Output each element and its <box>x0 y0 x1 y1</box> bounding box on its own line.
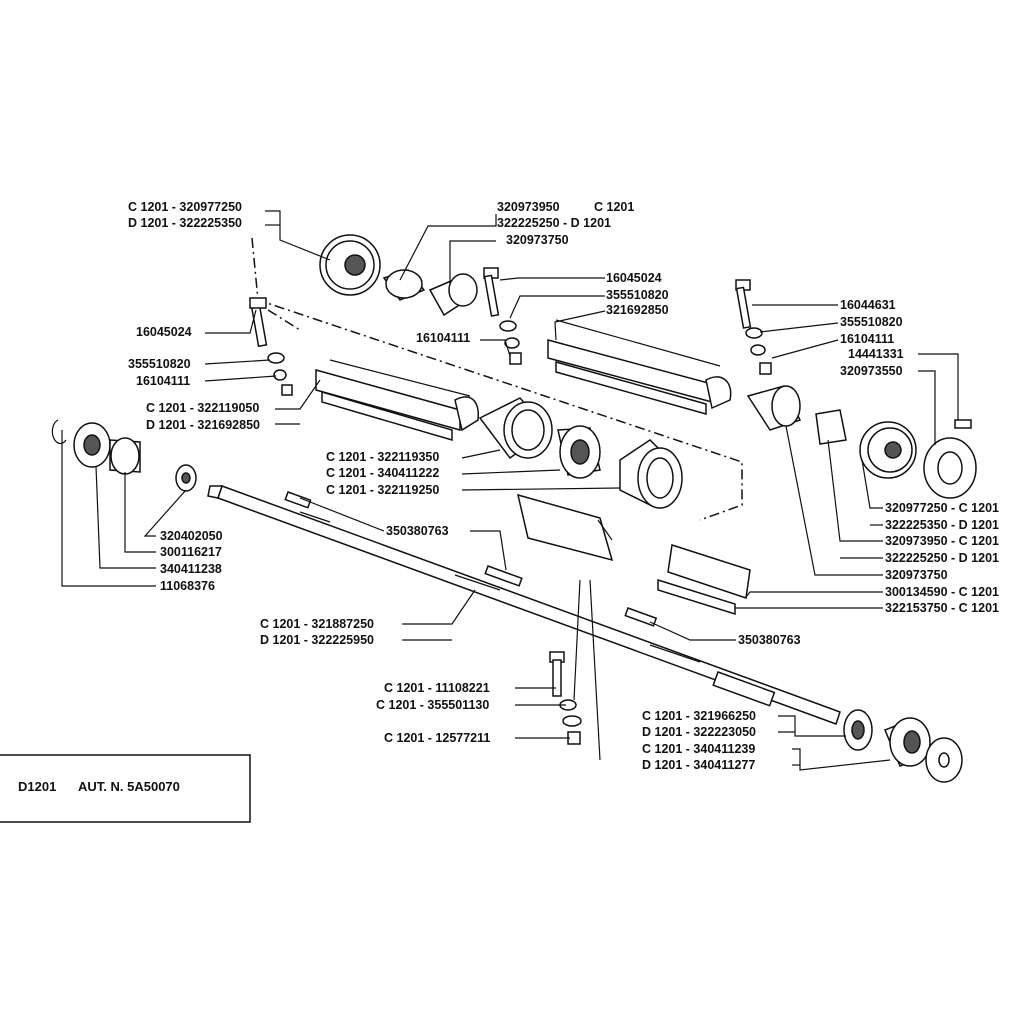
part-label: D 1201 - 340411277 <box>642 758 755 772</box>
part-label: C 1201 - 340411222 <box>326 466 439 480</box>
part-label: C 1201 - 321966250 <box>642 709 756 723</box>
part-label: 322225350 - D 1201 <box>885 518 999 532</box>
part-label: 16045024 <box>606 271 662 285</box>
part-label: 322225250 - D 1201 <box>497 216 611 230</box>
bushing-right <box>815 409 847 445</box>
part-labels: C 1201 - 320977250 D 1201 - 322225350 32… <box>128 200 999 772</box>
authorization-number: AUT. N. 5A50070 <box>78 779 180 794</box>
part-label: 322153750 - C 1201 <box>885 601 999 615</box>
main-shaft <box>207 485 841 725</box>
part-label: C 1201 - 11108221 <box>384 681 490 695</box>
leader-lines <box>61 210 959 771</box>
part-label: 14441331 <box>848 347 904 361</box>
part-label: 350380763 <box>738 633 801 647</box>
part-label: 320977250 - C 1201 <box>885 501 999 515</box>
part-label: 16104111 <box>416 331 470 345</box>
part-label: C 1201 - 12577211 <box>384 731 490 745</box>
center-housing-group <box>478 397 683 562</box>
part-label: 321692850 <box>606 303 669 317</box>
key-tabs <box>284 491 523 587</box>
left-fasteners <box>249 297 293 396</box>
part-label: D 1201 - 322225950 <box>260 633 374 647</box>
part-label: C 1201 - 320977250 <box>128 200 242 214</box>
part-label: C 1201 - 322119250 <box>326 483 439 497</box>
title-block: D1201 AUT. N. 5A50070 <box>0 754 251 823</box>
part-label: 320402050 <box>160 529 223 543</box>
bottom-fasteners <box>549 651 582 745</box>
part-label: C 1201 - 340411239 <box>642 742 755 756</box>
support-bracket <box>516 493 614 562</box>
right-sprocket-group <box>746 385 977 499</box>
left-sprocket-group <box>319 234 478 317</box>
part-label: D 1201 - 321692850 <box>146 418 260 432</box>
right-end-parts <box>843 709 963 783</box>
left-guide-rail <box>315 359 479 442</box>
part-label: 320973950 <box>497 200 560 214</box>
part-label: C 1201 <box>594 200 634 214</box>
part-label: 320973750 <box>885 568 948 582</box>
part-label: 16045024 <box>136 325 192 339</box>
part-label: 16104111 <box>136 374 190 388</box>
part-label: D 1201 - 322225350 <box>128 216 242 230</box>
right-plates <box>624 544 751 627</box>
part-label: 11068376 <box>160 579 215 593</box>
part-label: 320973750 <box>506 233 569 247</box>
part-label: 322225250 - D 1201 <box>885 551 999 565</box>
model-code: D1201 <box>18 779 56 794</box>
part-label: 350380763 <box>386 524 449 538</box>
left-end-parts <box>51 419 197 492</box>
assembly-axis-lines <box>251 237 743 521</box>
part-label: 16044631 <box>840 298 896 312</box>
part-label: 320973950 - C 1201 <box>885 534 999 548</box>
part-label: 340411238 <box>160 562 222 576</box>
right-guide-rail <box>547 319 732 415</box>
part-label: 355510820 <box>840 315 903 329</box>
right-fasteners <box>735 279 772 375</box>
center-fasteners <box>483 267 522 365</box>
part-label: 320973550 <box>840 364 903 378</box>
part-label: C 1201 - 321887250 <box>260 617 374 631</box>
part-label: 300134590 - C 1201 <box>885 585 999 599</box>
part-label: 355510820 <box>128 357 191 371</box>
part-label: D 1201 - 322223050 <box>642 725 756 739</box>
part-label: 300116217 <box>160 545 222 559</box>
part-label: C 1201 - 355501130 <box>376 698 489 712</box>
part-label: C 1201 - 322119050 <box>146 401 259 415</box>
screw-right <box>954 419 972 429</box>
part-label: 16104111 <box>840 332 894 346</box>
part-label: 355510820 <box>606 288 669 302</box>
circlip-left <box>51 419 67 444</box>
part-label: C 1201 - 322119350 <box>326 450 439 464</box>
